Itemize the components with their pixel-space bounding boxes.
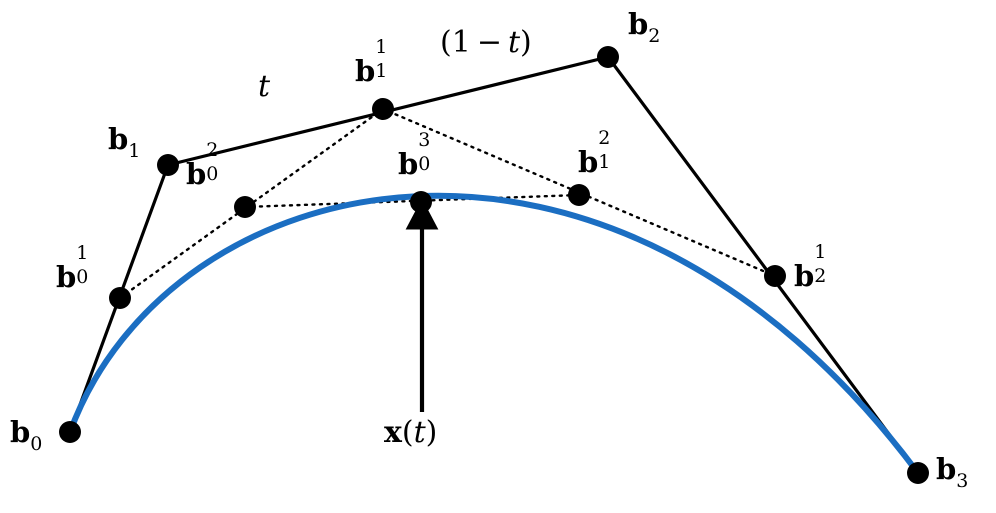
label-b1-2-sup: 2	[598, 127, 611, 149]
point-b2[interactable]	[597, 46, 619, 68]
one-minus-t-minus: −	[476, 25, 502, 60]
label-b0-3-sup: 3	[418, 129, 431, 151]
label-parameter-one-minus-t: (1−t)	[440, 28, 532, 58]
control-polygon-line	[68, 55, 920, 475]
label-b2-1-base: b	[794, 259, 815, 293]
point-b0[interactable]	[59, 421, 81, 443]
label-b2-base: b	[628, 7, 649, 41]
label-b0-3-sub: 0	[418, 153, 431, 175]
point-b2-1[interactable]	[764, 265, 786, 287]
label-b2-sub: 2	[648, 25, 661, 47]
x-of-t-rparen: )	[425, 415, 438, 450]
label-b0-1-sup: 1	[76, 242, 89, 264]
bezier-curve	[67, 192, 921, 476]
label-b0-2-sub: 0	[206, 163, 219, 185]
label-b0: b0	[10, 415, 42, 454]
label-b2-1-sup: 1	[814, 241, 827, 263]
label-b1-sub: 1	[128, 140, 141, 162]
label-b1: b1	[108, 122, 140, 161]
point-b1-2[interactable]	[568, 184, 590, 206]
one-minus-t-t: t	[507, 25, 521, 60]
label-b1-2-base: b	[578, 145, 599, 179]
label-b3-base: b	[936, 452, 957, 486]
point-b3[interactable]	[907, 462, 929, 484]
label-b0-2-sup: 2	[206, 139, 219, 161]
label-b3-sub: 3	[956, 470, 969, 492]
one-minus-t-one: 1	[451, 25, 471, 60]
point-b0-2[interactable]	[234, 196, 256, 218]
label-b0-base: b	[10, 415, 31, 449]
label-b2-1-sub: 2	[814, 265, 827, 287]
point-b0-3[interactable]	[410, 191, 432, 213]
label-x-of-t: x(t)	[384, 418, 437, 448]
label-b1-1-base: b	[355, 54, 376, 88]
label-b0-3-base: b	[398, 147, 419, 181]
one-minus-t-lparen: (	[440, 25, 452, 60]
label-b1-1-sub: 1	[375, 60, 388, 82]
label-b0-sub: 0	[30, 433, 43, 455]
point-b1[interactable]	[157, 154, 179, 176]
x-of-t-symbol: x	[384, 415, 402, 450]
level1-polyline	[118, 107, 777, 300]
label-b0-1-sub: 0	[76, 266, 89, 288]
label-b3: b3	[936, 452, 968, 491]
label-parameter-t: t	[258, 69, 271, 104]
point-b0-1[interactable]	[109, 287, 131, 309]
label-b1-2-sub: 1	[598, 151, 611, 173]
label-b1-1-sup: 1	[375, 36, 388, 58]
x-of-t-lparen: (	[401, 415, 414, 450]
label-b0-1-base: b	[56, 260, 77, 294]
label-b1-base: b	[108, 122, 129, 156]
label-b0-2-base: b	[186, 157, 207, 191]
point-b1-1[interactable]	[372, 98, 394, 120]
label-b2: b2	[628, 7, 660, 46]
x-of-t-t: t	[413, 415, 426, 450]
one-minus-t-rparen: )	[520, 25, 532, 60]
